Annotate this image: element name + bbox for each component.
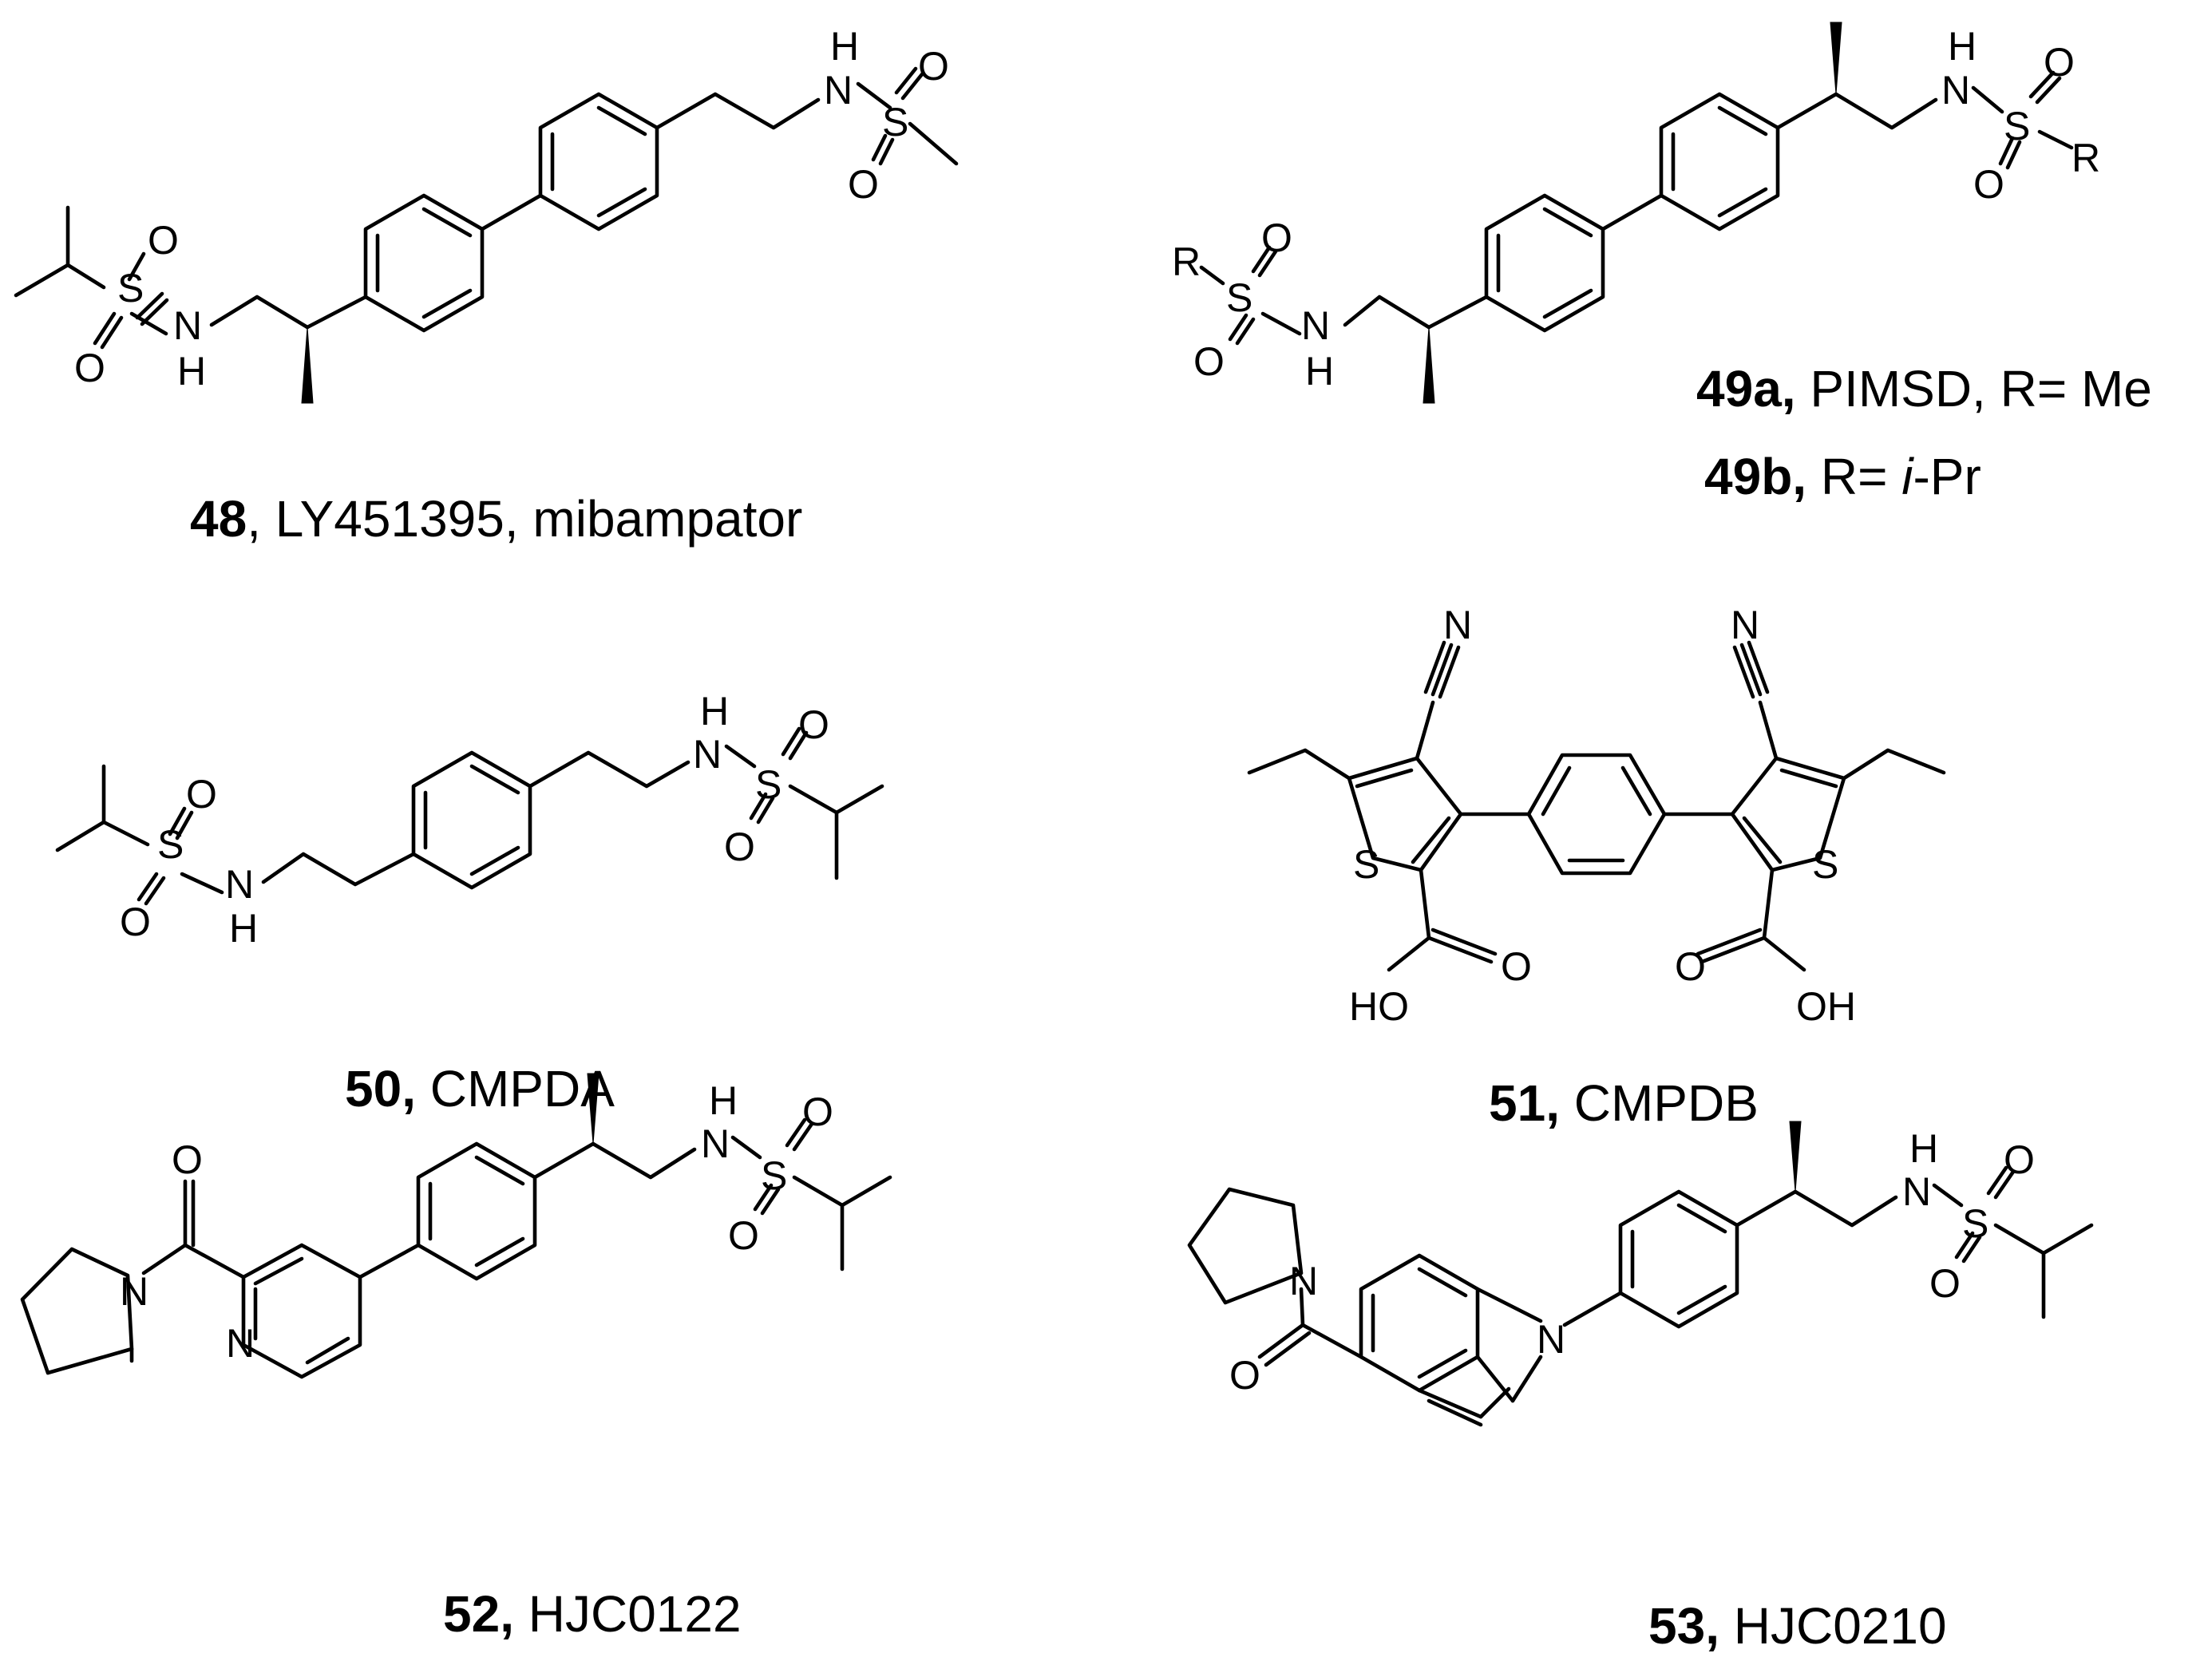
structure-52	[20, 1073, 892, 1379]
atom-label: N	[1731, 603, 1759, 647]
atom-label: O	[1193, 339, 1225, 384]
atom-label: O	[172, 1137, 203, 1182]
atom-label: H	[229, 906, 258, 951]
compound-name: PIMSD, R= Me	[1795, 360, 2152, 417]
atom-label: O	[74, 346, 105, 390]
atom-label: O	[1675, 944, 1706, 989]
atom-label: O	[798, 702, 829, 747]
atom-label: H	[1909, 1126, 1938, 1171]
compound-name: HJC0122	[513, 1585, 742, 1643]
structure-51	[1247, 640, 1946, 972]
atom-label: O	[186, 772, 217, 817]
structure-49	[1199, 22, 2074, 404]
atom-label: N	[226, 1321, 255, 1366]
caption-49a: 49a, PIMSD, R= Me	[1696, 363, 2152, 414]
atom-label: N	[824, 68, 853, 113]
atom-label: O	[1229, 1353, 1260, 1398]
compound-number: 49b,	[1704, 448, 1807, 505]
stereo-wedge	[1830, 22, 1842, 95]
atom-label: S	[2004, 104, 2030, 148]
atom-label: HO	[1349, 984, 1409, 1029]
structure-53	[1187, 1121, 2094, 1427]
compound-number: 52,	[443, 1585, 514, 1643]
compound-name: HJC0210	[1719, 1597, 1947, 1655]
atom-label: O	[1501, 944, 1532, 989]
atom-label: N	[693, 732, 722, 777]
caption-48: 48, LY451395, mibampator	[190, 493, 802, 544]
compound-name: R=	[1806, 448, 1902, 505]
compound-name-italic: i	[1901, 448, 1913, 505]
atom-label: N	[1902, 1169, 1931, 1214]
atom-label: O	[802, 1090, 833, 1134]
atom-label: O	[2004, 1137, 2035, 1182]
atom-label: N	[1443, 603, 1472, 647]
atom-label: O	[1261, 216, 1292, 260]
atom-label: H	[709, 1078, 738, 1123]
atom-label: OH	[1796, 984, 1856, 1029]
atom-label: H	[1948, 24, 1977, 69]
atom-label: H	[177, 349, 206, 394]
atom-label: N	[1941, 68, 1970, 113]
atom-label: N	[120, 1269, 148, 1314]
atom-label: S	[157, 822, 184, 867]
atom-label: O	[120, 900, 151, 944]
compound-number: 53,	[1648, 1597, 1719, 1655]
compound-name-suffix: -Pr	[1913, 448, 1981, 505]
atom-label: S	[882, 100, 908, 144]
atom-label: S	[117, 266, 144, 310]
caption-49b: 49b, R= i-Pr	[1704, 451, 1981, 502]
atom-label: O	[1929, 1261, 1961, 1306]
caption-53: 53, HJC0210	[1648, 1600, 1947, 1651]
atom-label: O	[724, 825, 755, 869]
stereo-wedge	[1423, 326, 1435, 404]
atom-label: O	[2044, 40, 2075, 85]
atom-label: N	[1289, 1259, 1318, 1303]
atom-label: H	[1305, 349, 1334, 394]
compound-number: 49a,	[1696, 360, 1796, 417]
atom-label: O	[848, 162, 879, 207]
atom-label: S	[1353, 842, 1379, 887]
compound-number: 48	[190, 490, 247, 548]
atom-label: O	[1973, 162, 2004, 207]
atom-label: R	[2072, 136, 2100, 180]
structure-48	[14, 66, 959, 404]
caption-52: 52, HJC0122	[443, 1588, 742, 1639]
atom-label: H	[700, 689, 729, 734]
stereo-wedge	[301, 326, 314, 404]
atom-label: S	[761, 1153, 787, 1198]
atom-label: N	[1537, 1317, 1565, 1362]
stereo-wedge	[1789, 1121, 1802, 1192]
atom-label: S	[1962, 1201, 1988, 1246]
compound-name: CMPDA	[415, 1060, 615, 1117]
atom-label: O	[918, 44, 949, 89]
compound-name: , LY451395, mibampator	[247, 490, 803, 548]
compound-name: CMPDB	[1559, 1074, 1759, 1132]
compound-number: 51,	[1489, 1074, 1560, 1132]
atom-label: N	[701, 1121, 730, 1166]
atom-label: S	[1226, 275, 1252, 320]
atom-label: O	[148, 218, 179, 263]
compound-number: 50,	[345, 1060, 416, 1117]
caption-50: 50, CMPDA	[345, 1063, 615, 1114]
atom-label: R	[1172, 239, 1201, 284]
atom-label: S	[755, 762, 782, 807]
structure-50	[55, 726, 884, 906]
atom-label: N	[1301, 303, 1330, 348]
atom-label: H	[830, 24, 859, 69]
atom-label: S	[1812, 842, 1838, 887]
stereo-wedge	[587, 1073, 599, 1145]
atom-label: N	[225, 862, 254, 907]
atom-label: O	[728, 1213, 759, 1258]
caption-51: 51, CMPDB	[1489, 1078, 1759, 1129]
atom-label: N	[173, 303, 202, 348]
